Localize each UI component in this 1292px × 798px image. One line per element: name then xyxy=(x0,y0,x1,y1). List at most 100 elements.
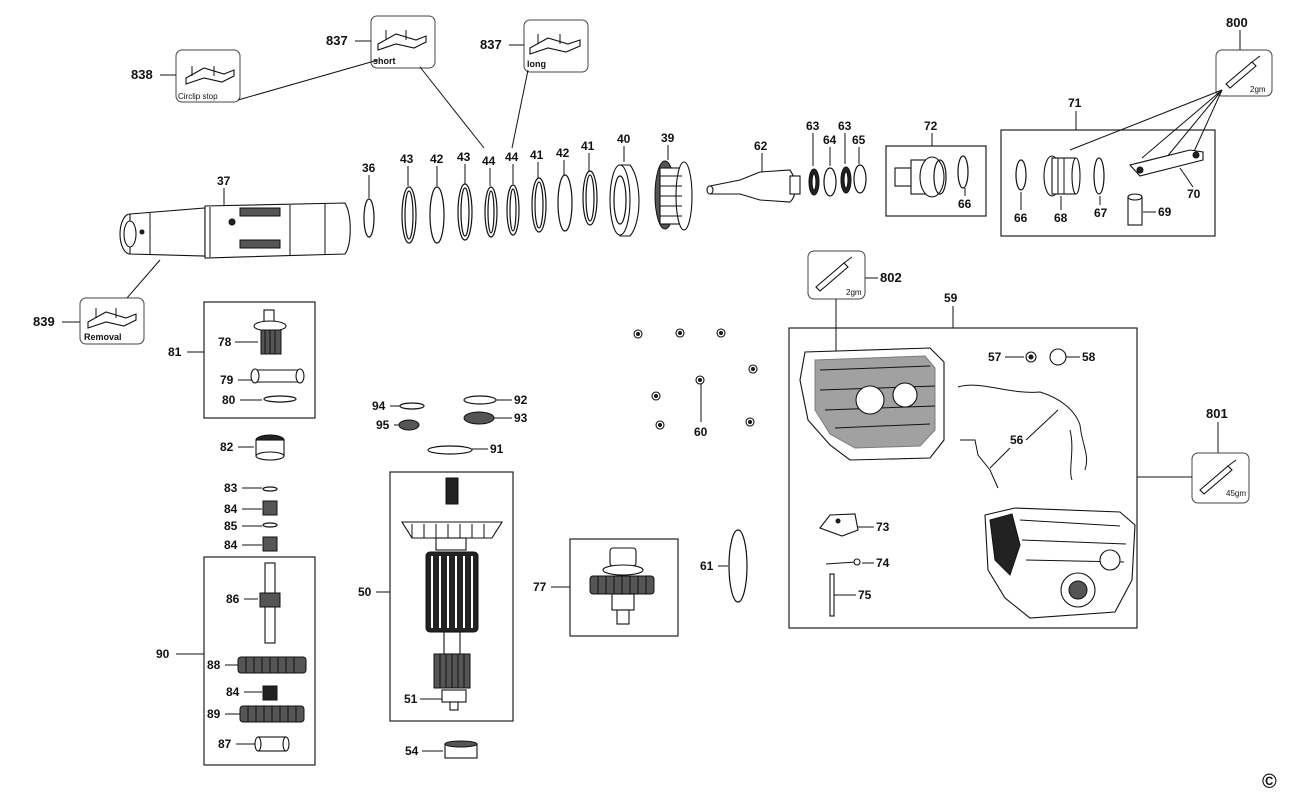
label-69: 69 xyxy=(1158,205,1172,219)
label-40: 40 xyxy=(617,132,631,146)
label-50: 50 xyxy=(358,585,372,599)
caption-grease-801: 45gm xyxy=(1226,489,1246,498)
part-39-gear xyxy=(654,160,693,231)
part-60-screws xyxy=(633,328,758,430)
part-86-shaft xyxy=(259,562,281,644)
label-95: 95 xyxy=(376,418,390,432)
label-801: 801 xyxy=(1206,406,1228,421)
part-58-ball xyxy=(1049,348,1067,366)
grease-tube-800: 2gm xyxy=(1215,49,1273,97)
part-79-bearing xyxy=(250,368,305,384)
part-40-bearing xyxy=(609,164,640,237)
part-88-gear xyxy=(237,656,307,674)
label-77: 77 xyxy=(533,580,547,594)
label-58: 58 xyxy=(1082,350,1096,364)
label-90: 90 xyxy=(156,647,170,661)
label-78: 78 xyxy=(218,335,232,349)
part-56-wire-harness xyxy=(957,384,1088,489)
label-75: 75 xyxy=(858,588,872,602)
label-37: 37 xyxy=(217,174,231,188)
label-68: 68 xyxy=(1054,211,1068,225)
tool-837-long: long xyxy=(523,19,589,73)
label-86: 86 xyxy=(226,592,240,606)
part-57-plug xyxy=(1025,351,1037,363)
label-57: 57 xyxy=(988,350,1002,364)
label-64: 64 xyxy=(823,133,837,147)
caption-grease-800: 2gm xyxy=(1250,85,1266,94)
label-36: 36 xyxy=(362,161,376,175)
box-72 xyxy=(885,145,987,217)
part-gearbox-housing xyxy=(984,507,1136,619)
label-802: 802 xyxy=(880,270,902,285)
label-800: 800 xyxy=(1226,15,1248,30)
caption-removal: Removal xyxy=(84,332,122,342)
label-80: 80 xyxy=(222,393,236,407)
part-84-needle-bearing xyxy=(262,500,278,516)
label-72: 72 xyxy=(924,119,938,133)
part-75-pin xyxy=(829,573,835,617)
part-54-bearing xyxy=(444,740,478,759)
part-69-pin xyxy=(1127,193,1143,226)
label-87: 87 xyxy=(218,737,232,751)
part-78-gear-shaft xyxy=(253,309,287,355)
part-62-shaft xyxy=(706,169,801,203)
label-84a: 84 xyxy=(224,502,238,516)
part-72-coupler xyxy=(894,156,947,198)
label-66a: 66 xyxy=(958,197,972,211)
part-77-gear-assembly xyxy=(589,547,655,625)
label-84c: 84 xyxy=(226,685,240,699)
tool-839-removal: Removal xyxy=(79,297,145,345)
tool-837-short: short xyxy=(370,15,436,69)
box-71 xyxy=(1000,129,1216,237)
caption-long: long xyxy=(527,59,546,69)
caption-grease-802: 2gm xyxy=(846,288,862,297)
label-56: 56 xyxy=(1010,433,1024,447)
ring-row: 36 43 42 43 44 44 41 42 41 xyxy=(362,139,598,244)
box-50 xyxy=(389,471,514,722)
part-50-armature xyxy=(401,477,503,711)
label-54: 54 xyxy=(405,744,419,758)
part-87-bearing xyxy=(254,736,290,752)
label-91: 91 xyxy=(490,442,504,456)
label-65: 65 xyxy=(852,133,866,147)
label-60: 60 xyxy=(694,425,708,439)
label-73: 73 xyxy=(876,520,890,534)
tool-838-circlip-stop: Circlip stop xyxy=(175,49,241,103)
label-43b: 43 xyxy=(457,150,471,164)
label-70: 70 xyxy=(1187,187,1201,201)
label-83: 83 xyxy=(224,481,238,495)
part-68-sleeve xyxy=(1043,155,1081,197)
part-82-gear xyxy=(255,434,285,461)
label-85: 85 xyxy=(224,519,238,533)
part-89-gear xyxy=(239,705,305,723)
label-51: 51 xyxy=(404,692,418,706)
label-93: 93 xyxy=(514,411,528,425)
label-89: 89 xyxy=(207,707,221,721)
label-92: 92 xyxy=(514,393,528,407)
label-43a: 43 xyxy=(400,152,414,166)
label-88: 88 xyxy=(207,658,221,672)
label-62: 62 xyxy=(754,139,768,153)
label-84b: 84 xyxy=(224,538,238,552)
part-37-barrel xyxy=(119,202,351,259)
caption-short: short xyxy=(373,56,396,66)
caption-circlip-stop: Circlip stop xyxy=(178,92,218,101)
box-90 xyxy=(203,556,316,766)
label-81: 81 xyxy=(168,345,182,359)
part-70-clip xyxy=(1128,149,1204,177)
box-77 xyxy=(569,538,679,637)
label-79: 79 xyxy=(220,373,234,387)
label-63a: 63 xyxy=(806,119,820,133)
grease-tube-802: 2gm xyxy=(807,250,866,300)
label-59: 59 xyxy=(944,291,958,305)
grease-tube-801: 45gm xyxy=(1191,452,1250,504)
label-41a: 41 xyxy=(530,148,544,162)
label-42a: 42 xyxy=(430,152,444,166)
label-67: 67 xyxy=(1094,206,1108,220)
label-41b: 41 xyxy=(581,139,595,153)
label-82: 82 xyxy=(220,440,234,454)
label-838: 838 xyxy=(131,67,153,82)
label-839: 839 xyxy=(33,314,55,329)
label-837-long: 837 xyxy=(480,37,502,52)
